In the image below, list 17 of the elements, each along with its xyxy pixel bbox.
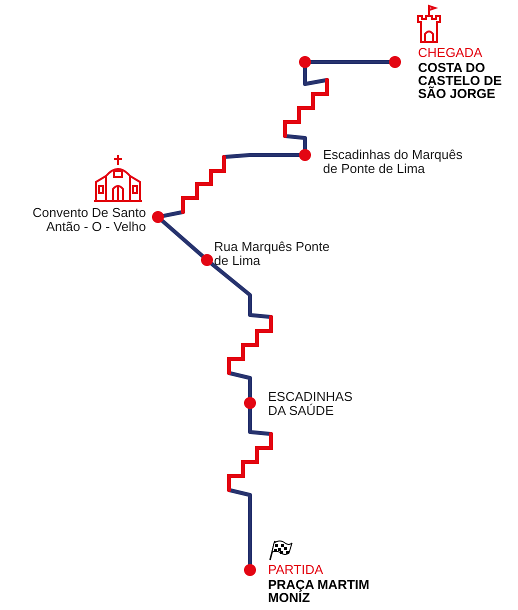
route-stop-dot — [299, 149, 311, 161]
route-stop-dot — [201, 254, 213, 266]
stop-status: PARTIDA — [268, 563, 324, 577]
stop-label: Convento De Santo Antão - O - Velho — [32, 206, 146, 234]
route-stop-dot — [389, 56, 401, 68]
stop-label: Rua Marquês Ponte de Lima — [214, 240, 331, 268]
stop-status: CHEGADA — [418, 46, 484, 60]
origin-name: PRAÇA MARTIM MONIZ — [268, 578, 370, 604]
route-stop-dot — [244, 564, 256, 576]
stop-label: ESCADINHAS DA SAÚDE — [268, 390, 354, 418]
route-line — [309, 60, 391, 64]
route-stop-dot — [299, 56, 311, 68]
route-stop-dot — [152, 211, 164, 223]
destination-name: COSTA DO CASTELO DE SÃO JORGE — [418, 61, 503, 100]
stop-label: Escadinhas do Marquês de Ponte de Lima — [323, 148, 464, 176]
route-stop-dot — [244, 397, 256, 409]
route-line — [160, 219, 204, 258]
